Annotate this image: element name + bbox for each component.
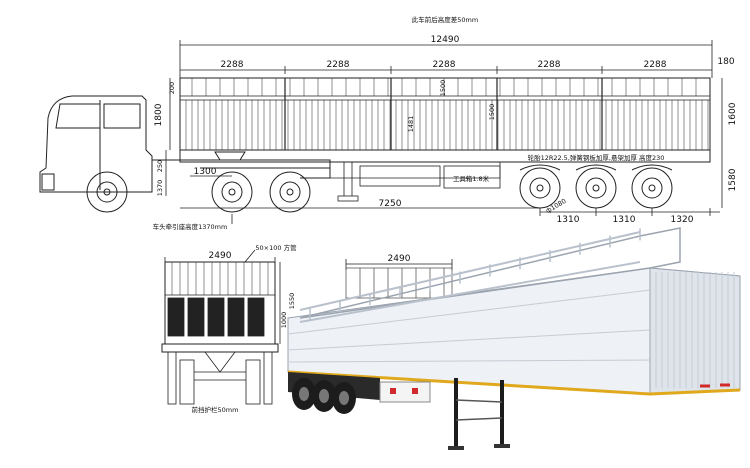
trailer-axles — [519, 164, 673, 209]
fence-upper-left: 200 — [168, 82, 176, 94]
rear-overhang-top: 180 — [717, 57, 734, 67]
toolbox-label: 工具箱1.8米 — [453, 174, 490, 183]
bay-width-4: 2288 — [538, 60, 561, 70]
bay-width-5: 2288 — [644, 60, 667, 70]
wheelbase-label: 7250 — [379, 199, 402, 209]
side-1370: 1370 — [156, 180, 164, 197]
rear-hatched-panels — [167, 297, 265, 337]
rail-1500-a: 1500 — [439, 80, 447, 97]
bay-width-3: 2288 — [433, 60, 456, 70]
fence-height-left: 1800 — [154, 103, 164, 126]
rear-view-drawing: 2490 50×100 方管 1550 1000 前挡护栏50mm — [161, 243, 297, 414]
rail-1481: 1481 — [407, 116, 415, 133]
axle-spacing-2: 1310 — [613, 215, 636, 225]
side-view-drawing: 此车前后高度差50mm 12490 2288 2288 2288 2288 22… — [39, 15, 738, 231]
side-250: 250 — [156, 160, 164, 172]
reflective-stripe — [287, 370, 741, 396]
toolbox — [443, 165, 501, 189]
rear-1550: 1550 — [288, 293, 296, 310]
kingpin-1300: 1300 — [194, 167, 217, 177]
top-note: 此车前后高度差50mm — [412, 15, 478, 24]
trailer-render: 2490 — [287, 227, 741, 450]
tractor-note: 车头牵引座高度1370mm — [153, 222, 228, 231]
overall-length-label: 12490 — [431, 35, 460, 45]
axle-spacing-1: 1310 — [557, 215, 580, 225]
bay-width-2: 2288 — [327, 60, 350, 70]
fence-slats — [185, 78, 709, 150]
tire-note: 轮胎12R22.5,弹簧钢板加厚,悬架加厚 高度230 — [528, 153, 665, 162]
rear-overhang-bottom: 1320 — [671, 215, 694, 225]
tube-note: 50×100 方管 — [255, 243, 297, 252]
rear-width: 2490 — [209, 251, 232, 261]
tractor-drawing — [39, 95, 331, 213]
height-1580: 1580 — [728, 168, 738, 191]
photo-width: 2490 — [388, 254, 411, 264]
guard-note: 前挡护栏50mm — [192, 405, 239, 414]
bay-width-1: 2288 — [221, 60, 244, 70]
rear-1000: 1000 — [280, 312, 288, 329]
fence-height-right: 1600 — [728, 102, 738, 125]
rail-1500-b: 1500 — [488, 104, 496, 121]
